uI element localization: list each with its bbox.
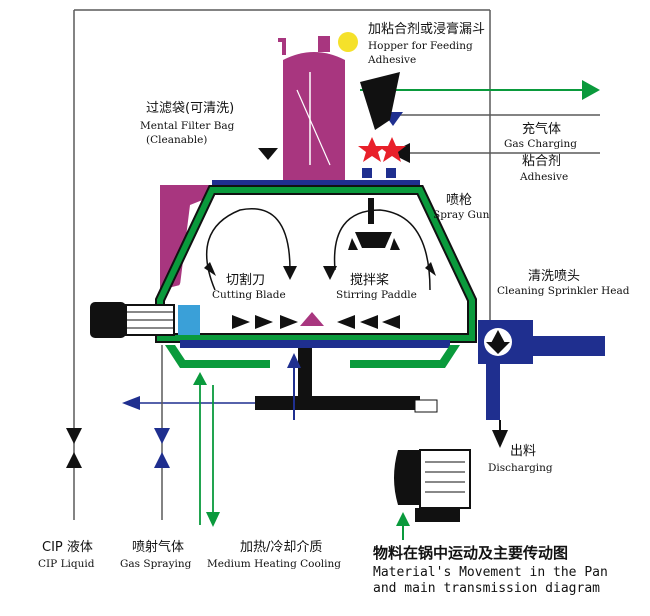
cleaning-sprinkler: [478, 320, 605, 420]
cutting-blade-motor: [90, 302, 200, 338]
sensor-icon: [338, 32, 358, 52]
hopper-label-en2: Adhesive: [367, 54, 416, 66]
drive-motor: [394, 449, 471, 540]
gas-charging-line: [390, 143, 600, 163]
gas-charging-label-en: Gas Charging: [504, 138, 577, 150]
adhesive-label-en: Adhesive: [519, 171, 568, 183]
movement-title-en2: and main transmission diagram: [373, 581, 600, 596]
star-valves: [358, 137, 406, 178]
filter-housing: [160, 52, 345, 290]
medium-label-zh: 加热/冷却介质: [240, 540, 322, 555]
stirring-paddle-label-zh: 搅拌桨: [350, 272, 389, 288]
cip-label-zh: CIP 液体: [42, 540, 93, 555]
hopper-top: [278, 32, 358, 55]
valve-star-icon: [358, 137, 386, 162]
material-swirl: [204, 208, 436, 291]
discharge-arrow-icon: [492, 430, 508, 448]
sprinkler-label-zh: 清洗喷头: [528, 269, 580, 284]
gas-charging-arrow-icon: [390, 143, 410, 163]
exhaust-pipe: [360, 80, 600, 100]
feeding-hopper: [360, 72, 400, 130]
discharging-label-zh: 出料: [510, 444, 536, 459]
cip-valve: [66, 428, 82, 468]
gas-charging-label-zh: 充气体: [522, 121, 561, 137]
gas-spray-line: [154, 345, 170, 520]
adhesive-label-zh: 粘合剂: [522, 154, 561, 169]
cutting-blade-label-zh: 切割刀: [226, 272, 265, 288]
movement-title-zh: 物料在锅中运动及主要传动图: [373, 544, 568, 562]
cip-label-en: CIP Liquid: [38, 558, 95, 570]
medium-label-en: Medium Heating Cooling: [207, 558, 341, 570]
movement-title-en1: Material's Movement in the Pan: [373, 565, 608, 580]
spray-gun-label-en: Spray Gun: [433, 209, 490, 221]
hopper-label-zh: 加粘合剂或浸膏漏斗: [368, 21, 485, 37]
filter-pointer-icon: [258, 148, 278, 160]
stirring-paddle-label-en: Stirring Paddle: [336, 289, 417, 301]
sprinkler-label-en: Cleaning Sprinkler Head: [497, 285, 630, 297]
gas-spraying-label-en: Gas Spraying: [120, 558, 192, 570]
spray-gun-label-zh: 喷枪: [446, 192, 472, 208]
spray-gun: [348, 198, 400, 250]
adhesive-line: [383, 112, 600, 126]
filter-label-en2: (Cleanable): [146, 134, 207, 146]
exhaust-arrow-icon: [582, 80, 600, 100]
discharge-arrow: [492, 420, 508, 448]
filter-label-en1: Mental Filter Bag: [140, 120, 235, 132]
mixing-pan: [155, 185, 477, 343]
gas-spraying-label-zh: 喷射气体: [132, 539, 184, 555]
hopper-label-en1: Hopper for Feeding: [368, 40, 473, 52]
medium-lines: [193, 353, 301, 527]
return-arrow-icon: [122, 396, 140, 410]
valve-star-icon-2: [378, 137, 406, 162]
pan-base: [165, 340, 460, 413]
center-up-arrow-icon: [300, 312, 324, 326]
return-line: [122, 396, 255, 410]
discharging-label-en: Discharging: [488, 462, 553, 474]
filter-label-zh: 过滤袋(可清洗): [146, 101, 234, 116]
bottom-arrows: [232, 315, 400, 329]
cutting-blade-label-en: Cutting Blade: [212, 289, 286, 301]
